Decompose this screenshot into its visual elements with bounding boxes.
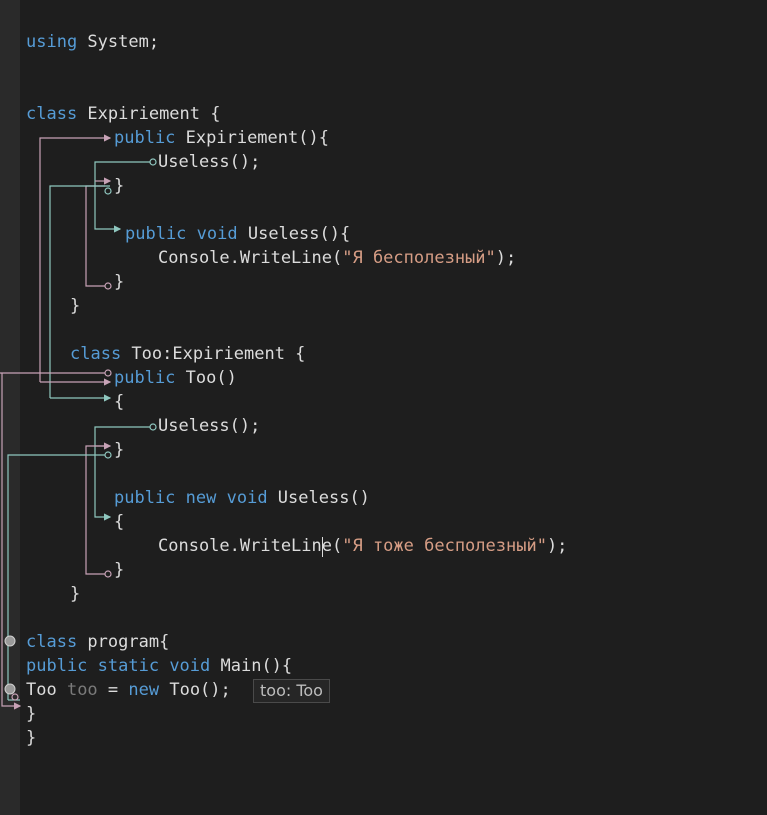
code-line-21[interactable]: public static void Main(){ [26, 654, 292, 678]
arrow-path [39, 134, 112, 382]
code-line-7[interactable]: Console.WriteLine("Я бесполезный"); [158, 246, 516, 270]
breakpoint-marker [4, 683, 16, 695]
code-text: ); [495, 248, 517, 268]
code-text: } [70, 584, 81, 604]
string-literal: "Я тоже бесполезный" [342, 536, 547, 556]
code-text: program{ [77, 632, 170, 652]
code-text: Expiriement { [77, 104, 221, 124]
code-line-15[interactable]: public new void Useless() [114, 486, 370, 510]
keyword: void [186, 224, 238, 244]
arrow-origin [104, 369, 112, 377]
code-text: } [114, 440, 125, 460]
arrow-origin [104, 187, 112, 195]
code-text: Main(){ [210, 656, 293, 676]
code-text: Console.WriteLine( [158, 248, 343, 268]
code-text: } [70, 296, 81, 316]
code-line-10[interactable]: class Too:Expiriement { [70, 342, 305, 366]
arrow-origin [104, 570, 112, 578]
arrow-path [94, 161, 153, 233]
code-line-11[interactable]: public Too() [114, 366, 237, 390]
arrow-path [7, 454, 108, 700]
arrow-path [1, 373, 22, 710]
variable-name: too [66, 680, 98, 700]
code-text: ); [546, 536, 568, 556]
keyword: class [70, 344, 122, 364]
code-text: Too(); [159, 680, 231, 700]
code-line-23[interactable]: } [26, 702, 36, 726]
keyword: using [26, 32, 78, 52]
code-text: { [114, 392, 125, 412]
keyword: public [114, 368, 176, 388]
code-line-6[interactable]: public void Useless(){ [125, 222, 350, 246]
text-caret [322, 537, 323, 557]
keyword: public [114, 488, 176, 508]
arrow-origin [149, 423, 157, 431]
code-text: } [114, 560, 125, 580]
code-text: } [114, 272, 125, 292]
code-line-20[interactable]: class program{ [26, 630, 169, 654]
keyword: class [26, 632, 78, 652]
code-line-1[interactable]: using System; [26, 30, 159, 54]
keyword: void [159, 656, 211, 676]
code-text: System; [77, 32, 160, 52]
code-text: } [26, 728, 37, 748]
editor-gutter[interactable] [0, 0, 20, 815]
code-text: Console.WriteLine( [158, 536, 343, 556]
keyword: public [125, 224, 187, 244]
code-line-14[interactable]: } [114, 438, 124, 462]
code-line-12[interactable]: { [114, 390, 124, 414]
code-line-3[interactable]: public Expiriement(){ [114, 126, 329, 150]
arrow-path [49, 185, 110, 398]
code-text: Expiriement(){ [175, 128, 329, 148]
keyword: public [26, 656, 88, 676]
keyword: new [128, 680, 160, 700]
code-text: Useless(); [158, 416, 261, 436]
code-text: { [114, 512, 125, 532]
code-line-2[interactable]: class Expiriement { [26, 102, 220, 126]
keyword: new [175, 488, 217, 508]
code-line-5[interactable]: } [114, 174, 124, 198]
keyword: public [114, 128, 176, 148]
code-line-8[interactable]: } [114, 270, 124, 294]
keyword: class [26, 104, 78, 124]
keyword: void [216, 488, 268, 508]
arrow-origin [149, 158, 157, 166]
code-text: Useless(){ [237, 224, 351, 244]
code-line-18[interactable]: } [114, 558, 124, 582]
arrow-origin [104, 451, 112, 459]
code-text: } [26, 704, 37, 724]
string-literal: "Я бесполезный" [342, 248, 496, 268]
code-text: Too() [175, 368, 237, 388]
arrow-origin [11, 693, 19, 701]
code-line-13[interactable]: Useless(); [158, 414, 260, 438]
code-line-19[interactable]: } [70, 582, 80, 606]
inlay-type-hint: too: Too [253, 679, 330, 703]
keyword: static [87, 656, 160, 676]
arrow-origin [104, 282, 112, 290]
code-text: Useless() [267, 488, 370, 508]
code-text: Useless(); [158, 152, 261, 172]
code-line-22[interactable]: Too too = new Too(); [26, 678, 231, 702]
code-text: = [97, 680, 129, 700]
code-line-9[interactable]: } [70, 294, 80, 318]
code-line-24[interactable]: } [26, 726, 36, 750]
code-line-16[interactable]: { [114, 510, 124, 534]
code-text: } [114, 176, 125, 196]
breakpoint-marker [4, 635, 16, 647]
code-line-17[interactable]: Console.WriteLine("Я тоже бесполезный"); [158, 534, 567, 558]
arrow-path [94, 426, 153, 521]
code-line-4[interactable]: Useless(); [158, 150, 260, 174]
code-text: Too:Expiriement { [121, 344, 306, 364]
code-text: Too [26, 680, 67, 700]
